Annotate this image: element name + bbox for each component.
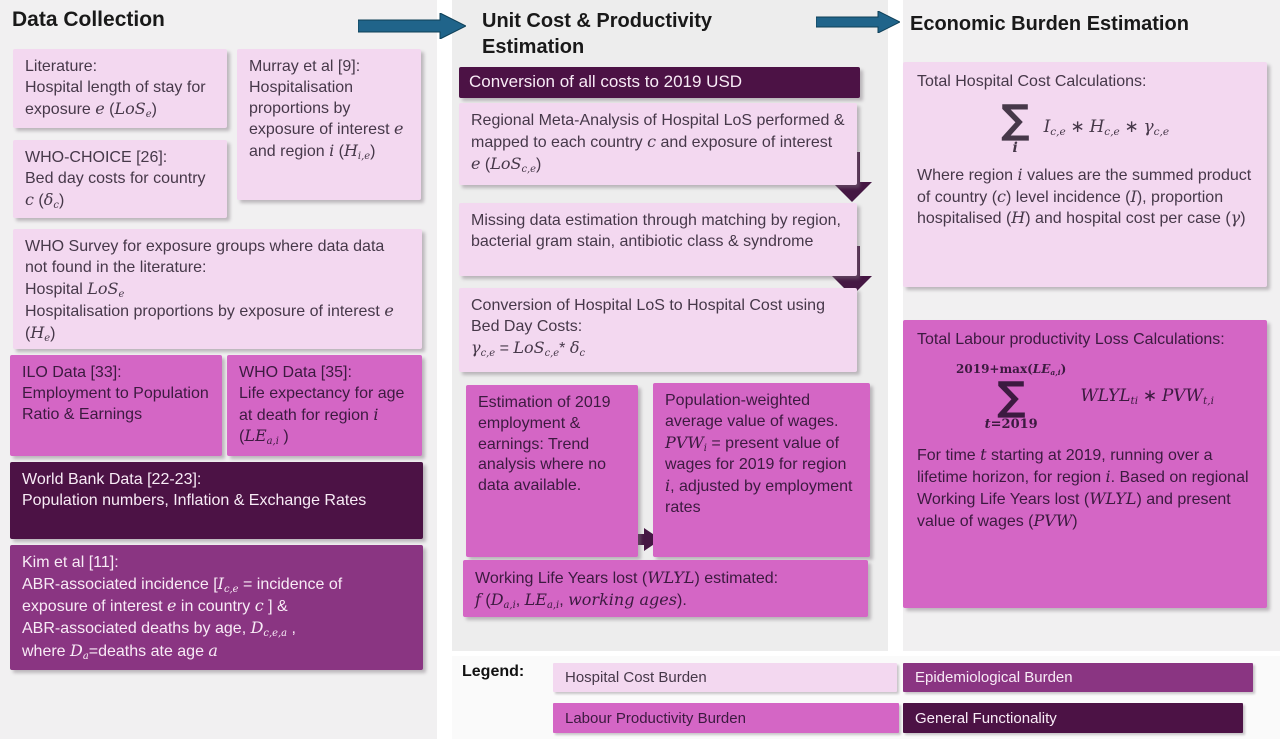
- box-missing-data: Missing data estimation through matching…: [459, 203, 857, 276]
- box-conversion-los: Conversion of Hospital LoS to Hospital C…: [459, 288, 857, 372]
- box-who-survey: WHO Survey for exposure groups where dat…: [13, 229, 422, 349]
- box-murray: Murray et al [9]:Hospitalisation proport…: [237, 49, 421, 200]
- labour-calc-title: Total Labour productivity Loss Calculati…: [917, 331, 1225, 348]
- labour-formula-body: WLYLti ∗ PVWt,i: [1080, 386, 1214, 408]
- legend-item-text: General Functionality: [915, 709, 1057, 727]
- box-population-weighted-wages: Population-weighted average value of wag…: [653, 383, 870, 557]
- box-hospital-cost-calc: Total Hospital Cost Calculations: ∑ i Ic…: [903, 62, 1267, 287]
- box-literature: Literature:Hospital length of stay for e…: [13, 49, 227, 128]
- box-meta-analysis: Regional Meta-Analysis of Hospital LoS p…: [459, 103, 857, 185]
- legend-item-labour-productivity-burden: Labour Productivity Burden: [553, 703, 899, 733]
- box-kim: Kim et al [11]:ABR-associated incidence …: [10, 545, 423, 670]
- legend-item-text: Labour Productivity Burden: [565, 709, 746, 727]
- box-conversion-usd: Conversion of all costs to 2019 USD: [459, 67, 860, 98]
- sigma-icon: ∑: [996, 374, 1026, 421]
- sum-symbol: ∑ i: [1000, 96, 1030, 156]
- box-labour-loss-calc: Total Labour productivity Loss Calculati…: [903, 320, 1267, 608]
- hospital-formula-body: Ic,e ∗ Hc,e ∗ γc,e: [1043, 116, 1170, 138]
- hospital-cost-formula: ∑ i Ic,e ∗ Hc,e ∗ γc,e: [917, 96, 1253, 156]
- unit-cost-title: Unit Cost & Productivity Estimation: [482, 10, 713, 58]
- box-who-data: WHO Data [35]:Life expectancy for age at…: [227, 355, 422, 456]
- sum-symbol: 2019+max(LEa,i) ∑ t=2019: [956, 363, 1066, 432]
- data-collection-title: Data Collection: [12, 8, 165, 31]
- box-employment-estimation: Estimation of 2019 employment & earnings…: [466, 385, 638, 557]
- sum-lower-limit: t=2019: [984, 417, 1038, 433]
- flow-arrow-middle-to-right-icon: [816, 11, 900, 33]
- box-who-choice: WHO-CHOICE [26]:Bed day costs for countr…: [13, 140, 227, 218]
- legend-label: Legend:: [462, 663, 525, 680]
- legend-item-epidemiological-burden: Epidemiological Burden: [903, 663, 1253, 692]
- box-wlyl: Working Life Years lost (WLYL) estimated…: [463, 560, 868, 617]
- hospital-calc-title: Total Hospital Cost Calculations:: [917, 73, 1147, 90]
- sum-lower-limit: i: [1012, 139, 1018, 156]
- legend-item-text: Epidemiological Burden: [915, 669, 1073, 686]
- legend-item-text: Hospital Cost Burden: [565, 669, 707, 686]
- legend-item-hospital-cost-burden: Hospital Cost Burden: [553, 663, 897, 692]
- economic-burden-title: Economic Burden Estimation: [910, 13, 1189, 35]
- sigma-icon: ∑: [1000, 96, 1030, 143]
- legend-item-general-functionality: General Functionality: [903, 703, 1243, 733]
- box-world-bank: World Bank Data [22-23]:Population numbe…: [10, 462, 423, 539]
- labour-loss-formula: 2019+max(LEa,i) ∑ t=2019 WLYLti ∗ PVWt,i: [917, 363, 1253, 432]
- box-ilo-data: ILO Data [33]:Employment to Population R…: [10, 355, 222, 456]
- flow-arrow-left-to-middle-icon: [358, 13, 466, 39]
- sum-upper-limit: 2019+max(LEa,i): [956, 361, 1067, 377]
- hospital-calc-note: Where region i values are the summed pro…: [917, 164, 1252, 228]
- labour-calc-note: For time t starting at 2019, running ove…: [917, 445, 1249, 530]
